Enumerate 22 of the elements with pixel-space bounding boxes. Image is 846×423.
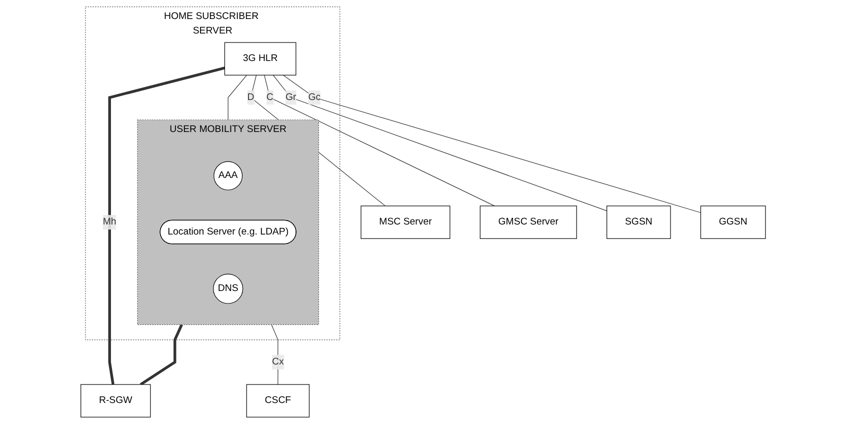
node-box: GMSC Server [480, 205, 577, 238]
node-box: SGSN [606, 205, 671, 238]
edge-label: Cx [272, 356, 284, 366]
edge-label: Gc [308, 92, 320, 102]
connector [140, 324, 183, 386]
edge-label: Gr [285, 92, 296, 102]
node-box: R-SGW [80, 384, 151, 417]
node-circle: DNS [212, 273, 243, 304]
connector [228, 74, 247, 120]
node-box: MSC Server [360, 205, 450, 238]
edge-label: C [266, 92, 274, 102]
connector [282, 74, 701, 212]
node-box: 3G HLR [224, 42, 296, 75]
node-circle: AAA [213, 160, 242, 190]
connector [264, 74, 495, 206]
connector [271, 324, 278, 384]
edge-label: D [247, 92, 254, 102]
edge-label: Mh [102, 216, 116, 227]
connector [108, 66, 225, 384]
node-box: CSCF [246, 384, 310, 417]
connector [272, 74, 607, 211]
node-box: GGSN [700, 205, 766, 238]
